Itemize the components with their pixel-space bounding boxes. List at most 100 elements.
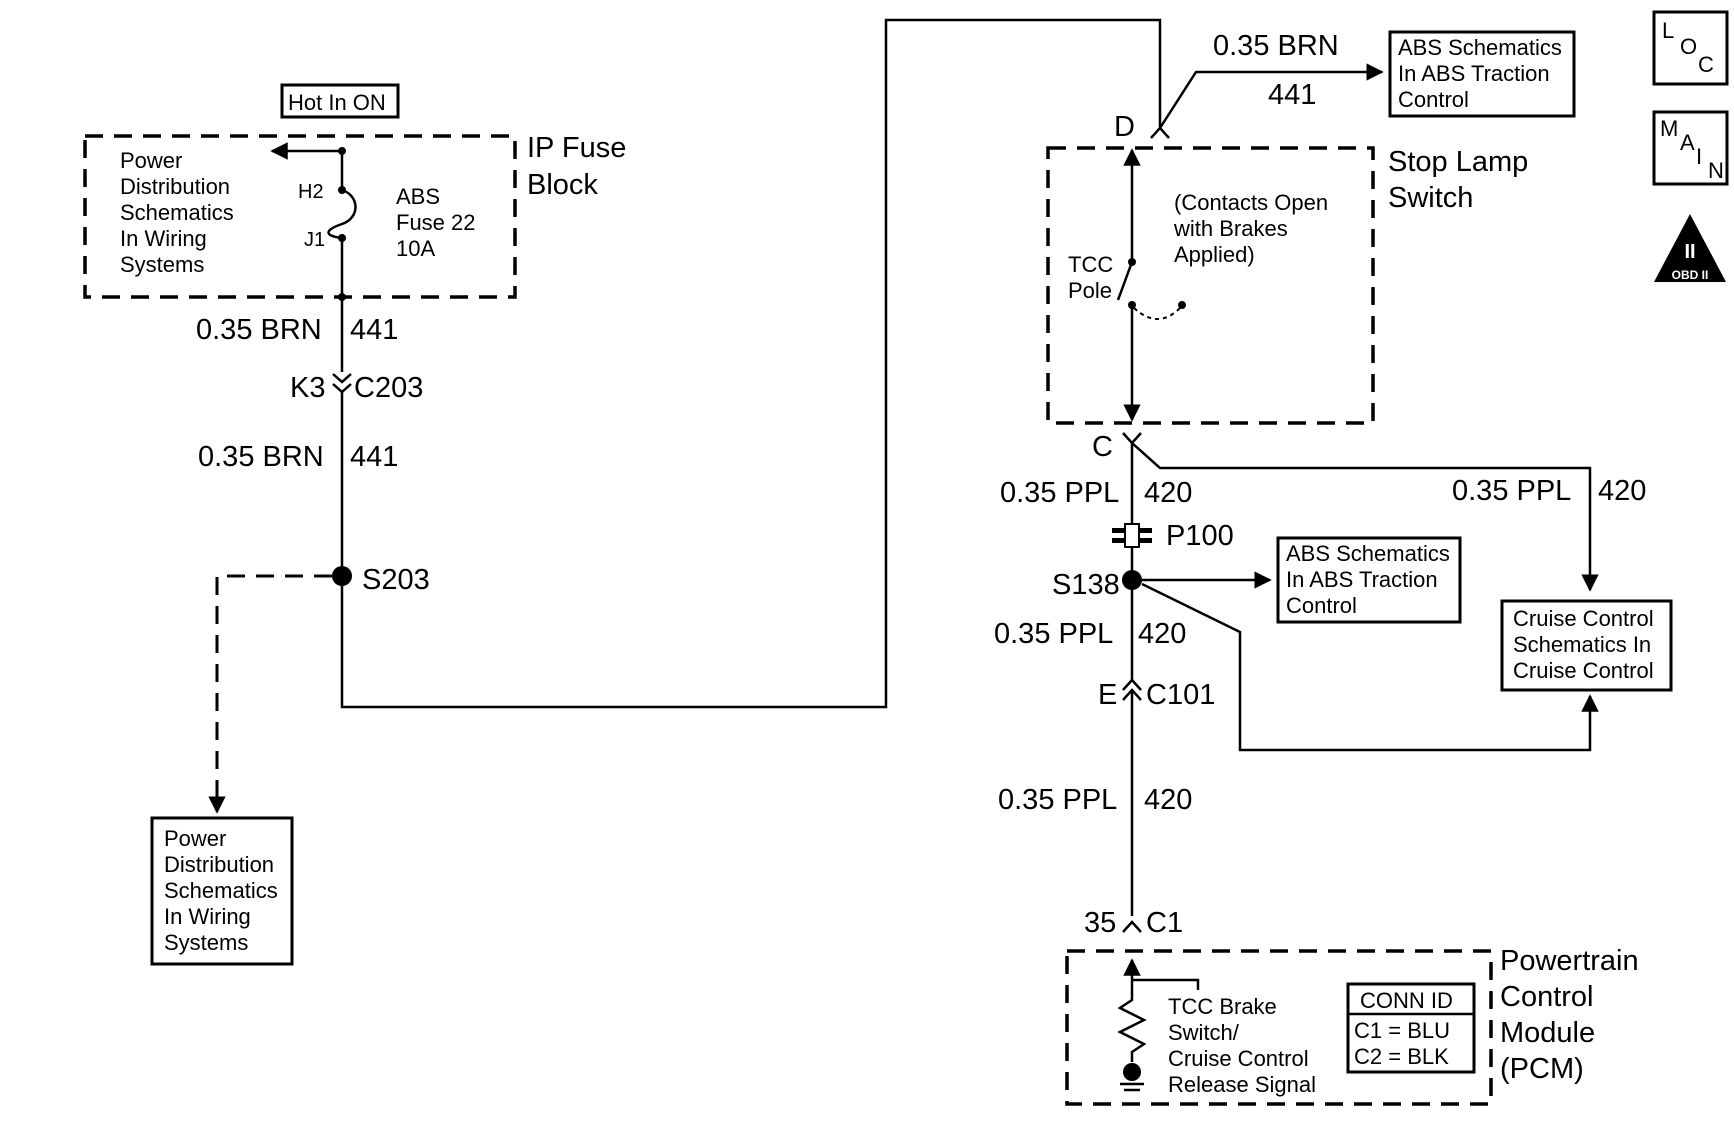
wire-420-to-cruise-top: [1131, 442, 1599, 592]
svg-text:Stop Lamp: Stop Lamp: [1388, 146, 1528, 178]
svg-text:Systems: Systems: [120, 252, 204, 277]
svg-text:Power: Power: [164, 826, 226, 851]
obd-ii-icon[interactable]: II OBD II: [1654, 214, 1726, 282]
switch-blade: [1116, 261, 1134, 301]
svg-text:Cruise Control: Cruise Control: [1513, 606, 1654, 631]
wire-420-to-cruise-bottom: [1141, 582, 1599, 752]
pcm-signal-tap: [1132, 978, 1200, 990]
abs-reference-box-top: [1388, 30, 1576, 118]
connector-c203-symbol: [332, 373, 352, 394]
svg-text:O: O: [1680, 34, 1697, 59]
wire-420-cruise-size-color: 0.35 PPL: [1452, 475, 1571, 507]
loc-icon[interactable]: L O C: [1652, 10, 1729, 86]
svg-text:Hot In ON: Hot In ON: [288, 90, 386, 115]
svg-text:Distribution: Distribution: [164, 852, 274, 877]
connector-c203-name: C203: [354, 372, 423, 404]
svg-text:(Contacts Open: (Contacts Open: [1174, 190, 1328, 215]
splice-s138: [1122, 570, 1142, 590]
svg-text:Powertrain: Powertrain: [1500, 945, 1639, 977]
svg-text:Schematics: Schematics: [120, 200, 234, 225]
splice-s203-label: S203: [362, 564, 430, 596]
svg-text:OBD II: OBD II: [1672, 268, 1709, 282]
junction-dot: [338, 147, 346, 155]
svg-text:ABS Schematics: ABS Schematics: [1398, 35, 1562, 60]
svg-text:10A: 10A: [396, 236, 435, 261]
pcm-title: Powertrain Control Module (PCM): [1500, 945, 1639, 1085]
stop-lamp-switch-outline: [1046, 146, 1375, 425]
ip-fuse-block-title: IP Fuse Block: [527, 132, 626, 201]
svg-text:Module: Module: [1500, 1017, 1595, 1049]
wire-420-circuit-a: 420: [1144, 477, 1192, 509]
wire-441-size-color-lower: 0.35 BRN: [198, 441, 324, 473]
svg-text:In Wiring: In Wiring: [120, 226, 207, 251]
wire-420-size-color-c: 0.35 PPL: [998, 784, 1117, 816]
abs-reference-box-mid: [1276, 536, 1462, 624]
svg-text:Pole: Pole: [1068, 278, 1112, 303]
dashed-branch-to-power-distribution: [215, 574, 332, 800]
abs-reference-text-mid: ABS Schematics In ABS Traction Control: [1286, 541, 1450, 618]
terminal-d-label: D: [1114, 111, 1135, 143]
connector-p100-symbol: [1112, 523, 1152, 548]
abs-fuse-label: ABS Fuse 22 10A: [396, 184, 476, 261]
cruise-control-reference-box: [1500, 599, 1673, 692]
wire-441-size-color-top: 0.35 BRN: [1213, 30, 1339, 62]
terminal-c-symbol: [1122, 432, 1142, 445]
svg-text:Cruise Control: Cruise Control: [1513, 658, 1654, 683]
svg-text:C1 = BLU: C1 = BLU: [1354, 1018, 1450, 1043]
svg-text:Schematics In: Schematics In: [1513, 632, 1651, 657]
svg-text:I: I: [1696, 144, 1702, 169]
fuse-pin-j1: J1: [304, 229, 325, 251]
svg-text:with Brakes: with Brakes: [1173, 216, 1288, 241]
connector-c203-pin: K3: [290, 372, 325, 404]
main-icon[interactable]: M A I N: [1652, 110, 1729, 186]
svg-text:Control: Control: [1500, 981, 1594, 1013]
svg-text:Systems: Systems: [164, 930, 248, 955]
svg-text:In Wiring: In Wiring: [164, 904, 251, 929]
svg-text:Cruise Control: Cruise Control: [1168, 1046, 1309, 1071]
connector-c1-name: C1: [1146, 907, 1183, 939]
wire-441-circuit-lower: 441: [350, 441, 398, 473]
svg-text:C: C: [1698, 52, 1714, 77]
connector-p100-label: P100: [1166, 520, 1234, 552]
splice-s203: [332, 566, 352, 586]
connector-c1-symbol: [1122, 920, 1142, 933]
wire-420-cruise-circuit: 420: [1598, 475, 1646, 507]
wire-441-to-abs-reference: [1158, 63, 1384, 129]
svg-text:Control: Control: [1286, 593, 1357, 618]
wire-420-size-color-a: 0.35 PPL: [1000, 477, 1119, 509]
switch-travel-arc: [1133, 307, 1181, 320]
svg-text:CONN ID: CONN ID: [1360, 988, 1453, 1013]
power-distribution-reference-box: [150, 816, 294, 966]
svg-text:Distribution: Distribution: [120, 174, 230, 199]
wire-441-circuit-top: 441: [1268, 79, 1316, 111]
conn-id-table: CONN ID C1 = BLU C2 = BLK: [1346, 982, 1476, 1074]
svg-text:ABS Schematics: ABS Schematics: [1286, 541, 1450, 566]
svg-text:Control: Control: [1398, 87, 1469, 112]
pcm-ground-symbol: [1120, 1063, 1144, 1092]
abs-reference-text-top: ABS Schematics In ABS Traction Control: [1398, 35, 1562, 112]
wire-441-circuit-upper: 441: [350, 314, 398, 346]
switch-contact-alt: [1178, 301, 1186, 309]
svg-text:Switch/: Switch/: [1168, 1020, 1240, 1045]
tcc-pole-label: TCC Pole: [1068, 252, 1113, 303]
splice-s138-label: S138: [1052, 569, 1120, 601]
svg-text:A: A: [1680, 130, 1695, 155]
wire-420-circuit-c: 420: [1144, 784, 1192, 816]
svg-text:Fuse 22: Fuse 22: [396, 210, 476, 235]
fuse-pin-h2: H2: [298, 181, 324, 203]
svg-text:Schematics: Schematics: [164, 878, 278, 903]
svg-text:ABS: ABS: [396, 184, 440, 209]
svg-text:TCC: TCC: [1068, 252, 1113, 277]
svg-text:C2 = BLK: C2 = BLK: [1354, 1044, 1449, 1069]
svg-text:Block: Block: [527, 169, 598, 201]
connector-c101-pin: E: [1098, 679, 1117, 711]
svg-text:TCC Brake: TCC Brake: [1168, 994, 1277, 1019]
wire-441-size-color-upper: 0.35 BRN: [196, 314, 322, 346]
svg-text:Power: Power: [120, 148, 182, 173]
pcm-resistor-symbol: [1117, 990, 1147, 1062]
wire-420-size-color-b: 0.35 PPL: [994, 618, 1113, 650]
connector-c101-name: C101: [1146, 679, 1215, 711]
power-distribution-reference-top: Power Distribution Schematics In Wiring …: [120, 148, 234, 277]
wire-441-to-stop-lamp: [340, 18, 1162, 709]
